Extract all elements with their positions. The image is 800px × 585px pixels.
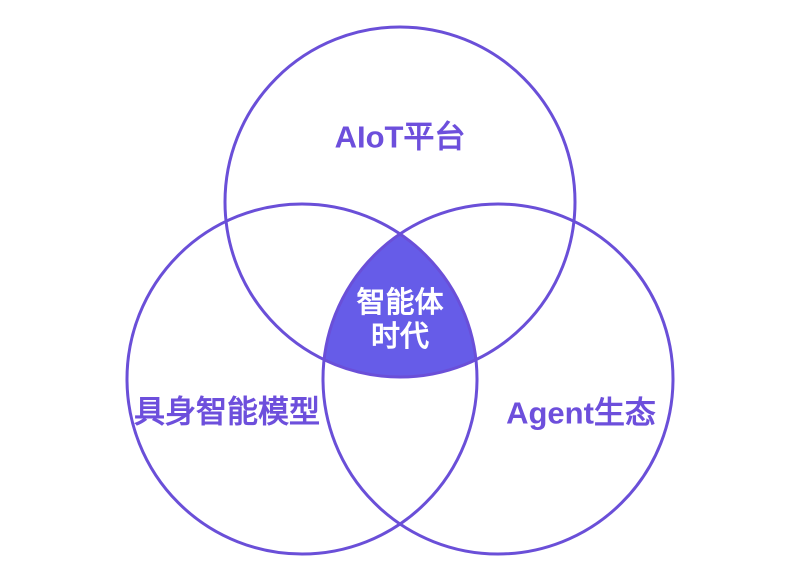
bottom-right-circle-label: Agent生态 — [506, 396, 656, 431]
center-intersection-label-line2: 时代 — [371, 320, 429, 353]
top-circle-label: AIoT平台 — [335, 120, 466, 155]
center-intersection-label-line1: 智能体 — [356, 286, 444, 319]
bottom-left-circle — [125, 202, 479, 556]
bottom-right-circle — [321, 202, 675, 556]
bottom-left-circle-label: 具身智能模型 — [134, 395, 320, 430]
top-circle — [223, 25, 577, 379]
